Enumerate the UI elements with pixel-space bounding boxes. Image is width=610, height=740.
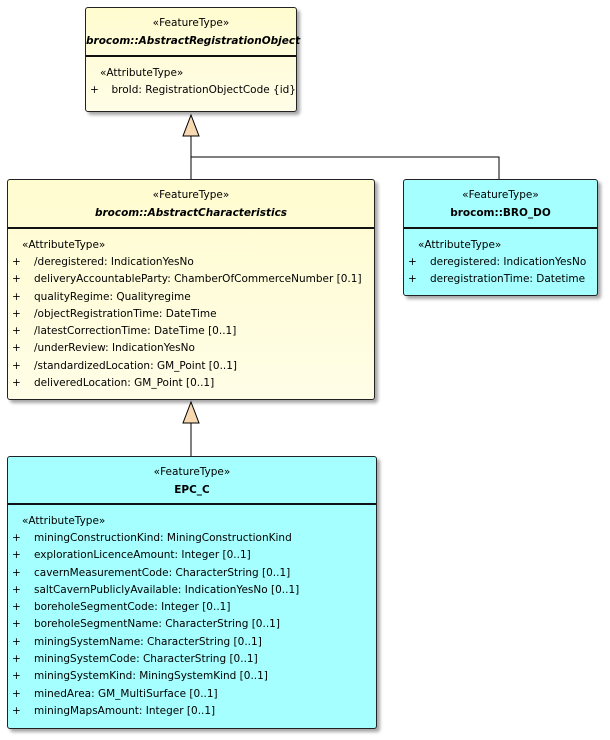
visibility-public: + [12, 704, 21, 717]
attribute-compartment: «AttributeType»+deregistered: Indication… [404, 229, 597, 289]
class-header: «FeatureType» EPC_C [8, 457, 376, 505]
attribute-row[interactable]: + broId: RegistrationObjectCode {id} [86, 82, 296, 99]
attribute-text: miningSystemKind: MiningSystemKind [0..1… [34, 670, 268, 683]
attribute-row[interactable]: + deregistrationTime: Datetime [404, 271, 597, 288]
attribute-text: broId: RegistrationObjectCode {id} [111, 84, 297, 96]
attribute-row[interactable]: + boreholeSegmentName: CharacterString [0… [8, 616, 376, 633]
class-name: brocom::AbstractRegistrationObject [86, 35, 301, 47]
attribute-text: miningMapsAmount: Integer [0..1] [34, 704, 216, 717]
attribute-text: boreholeSegmentCode: Integer [0..1] [34, 601, 231, 614]
attribute-row[interactable]: + /standardizedLocation: GM_Point [0..1] [8, 358, 374, 375]
attribute-text: deliveredLocation: GM_Point [0..1] [34, 377, 215, 390]
visibility-public: + [12, 670, 21, 683]
class-epc-c[interactable]: «FeatureType» EPC_C «AttributeType»+mini… [7, 456, 377, 729]
generalization-arrowhead-icon [182, 113, 200, 137]
attribute-row[interactable]: + boreholeSegmentCode: Integer [0..1] [8, 599, 376, 616]
class-name: EPC_C [174, 484, 210, 496]
attribute-row[interactable]: + qualityRegime: Qualityregime [8, 289, 374, 306]
visibility-public: + [12, 307, 21, 320]
visibility-public: + [12, 653, 21, 666]
visibility-public: + [408, 256, 417, 268]
attribute-text: deliveryAccountableParty: ChamberOfComme… [34, 273, 362, 286]
attribute-text: /latestCorrectionTime: DateTime [0..1] [34, 325, 237, 338]
attribute-row[interactable]: + deliveredLocation: GM_Point [0..1] [8, 375, 374, 392]
class-abstract-characteristics[interactable]: «FeatureType» brocom::AbstractCharacteri… [7, 179, 375, 400]
class-stereotype: «FeatureType» [462, 189, 539, 201]
attribute-row[interactable]: + saltCavernPubliclyAvailable: Indication… [8, 582, 376, 599]
attribute-text: miningSystemName: CharacterString [0..1] [34, 635, 262, 648]
attribute-stereotype: «AttributeType» [22, 515, 106, 527]
attribute-row[interactable]: + cavernMeasurementCode: CharacterString … [8, 565, 376, 582]
attribute-row[interactable]: + /objectRegistrationTime: DateTime [8, 306, 374, 323]
visibility-public: + [408, 273, 417, 286]
attribute-stereotype: «AttributeType» [22, 239, 106, 251]
attribute-text: boreholeSegmentName: CharacterString [0.… [34, 618, 280, 631]
attribute-stereotype: «AttributeType» [100, 67, 184, 79]
attribute-text: qualityRegime: Qualityregime [34, 290, 191, 303]
attribute-row[interactable]: + deregistered: IndicationYesNo [404, 254, 597, 271]
class-stereotype: «FeatureType» [152, 189, 230, 201]
generalization-arrowhead-icon [182, 400, 200, 424]
attribute-text: deregistered: IndicationYesNo [430, 256, 587, 268]
visibility-public: + [12, 359, 21, 372]
class-header: «FeatureType» brocom::BRO_DO [404, 180, 597, 229]
class-stereotype: «FeatureType» [153, 466, 231, 478]
class-stereotype: «FeatureType» [152, 17, 230, 29]
attribute-text: minedArea: GM_MultiSurface [0..1] [34, 687, 218, 700]
visibility-public: + [12, 342, 21, 355]
visibility-public: + [12, 273, 21, 286]
visibility-public: + [12, 325, 21, 338]
attribute-row[interactable]: + deliveryAccountableParty: ChamberOfComm… [8, 271, 374, 288]
class-abstract-registration-object[interactable]: «FeatureType» brocom::AbstractRegistrati… [85, 7, 301, 112]
visibility-public: + [12, 601, 21, 614]
visibility-public: + [12, 618, 21, 631]
visibility-public: + [12, 687, 21, 700]
attribute-compartment: «AttributeType»+ broId: RegistrationObjec… [86, 57, 296, 99]
attribute-text: miningSystemCode: CharacterString [0..1] [34, 653, 258, 666]
attribute-row[interactable]: + explorationLicenceAmount: Integer [0..1… [8, 547, 376, 564]
attribute-row[interactable]: + /underReview: IndicationYesNo [8, 340, 374, 357]
attribute-row[interactable]: + miningSystemKind: MiningSystemKind [0..… [8, 668, 376, 685]
attribute-row[interactable]: + minedArea: GM_MultiSurface [0..1] [8, 686, 376, 703]
class-header: «FeatureType» brocom::AbstractCharacteri… [8, 180, 374, 229]
visibility-public: + [90, 84, 99, 96]
attribute-row[interactable]: + miningSystemCode: CharacterString [0..1… [8, 651, 376, 668]
class-name: brocom::AbstractCharacteristics [94, 207, 288, 219]
visibility-public: + [12, 566, 21, 579]
attribute-row[interactable]: + /latestCorrectionTime: DateTime [0..1] [8, 323, 374, 340]
attribute-text: /standardizedLocation: GM_Point [0..1] [34, 359, 238, 372]
class-header: «FeatureType» brocom::AbstractRegistrati… [86, 8, 301, 57]
attribute-text: saltCavernPubliclyAvailable: IndicationY… [34, 583, 300, 596]
visibility-public: + [12, 583, 21, 596]
attribute-row[interactable]: + /deregistered: IndicationYesNo [8, 254, 374, 271]
attribute-compartment: «AttributeType»+miningConstructionKind: … [8, 505, 376, 720]
attribute-text: miningConstructionKind: MiningConstructi… [34, 532, 292, 544]
attribute-text: explorationLicenceAmount: Integer [0..1] [34, 549, 251, 562]
attribute-text: deregistrationTime: Datetime [430, 273, 586, 286]
attribute-text: cavernMeasurementCode: CharacterString [… [34, 566, 291, 579]
generalization-line-bro-do [191, 156, 500, 180]
visibility-public: + [12, 635, 21, 648]
visibility-public: + [12, 532, 21, 544]
class-name: brocom::BRO_DO [450, 207, 551, 219]
attribute-row[interactable]: + miningConstructionKind: MiningConstruct… [8, 530, 376, 547]
attribute-row[interactable]: + miningMapsAmount: Integer [0..1] [8, 703, 376, 720]
visibility-public: + [12, 290, 21, 303]
attribute-text: /objectRegistrationTime: DateTime [34, 307, 217, 320]
attribute-stereotype: «AttributeType» [418, 239, 502, 251]
visibility-public: + [12, 377, 21, 390]
attribute-compartment: «AttributeType»+/deregistered: Indicatio… [8, 229, 374, 392]
visibility-public: + [12, 549, 21, 562]
visibility-public: + [12, 256, 21, 268]
attribute-row[interactable]: + miningSystemName: CharacterString [0..1… [8, 634, 376, 651]
attribute-text: /deregistered: IndicationYesNo [34, 256, 194, 268]
class-bro-do[interactable]: «FeatureType» brocom::BRO_DO «AttributeT… [403, 179, 598, 296]
attribute-text: /underReview: IndicationYesNo [34, 342, 195, 355]
